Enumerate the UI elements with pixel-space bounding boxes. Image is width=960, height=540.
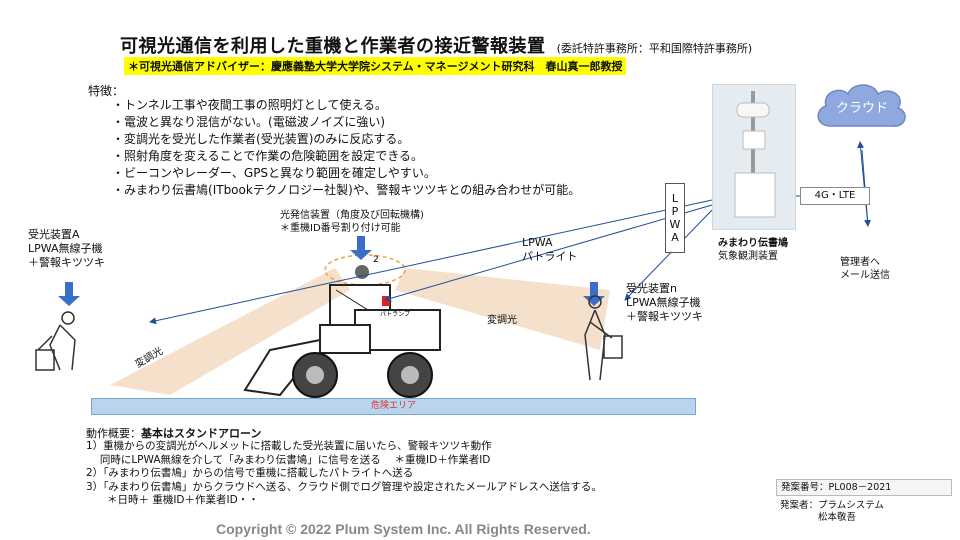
light-beam-left xyxy=(110,268,350,395)
device-photo xyxy=(712,84,796,230)
feature-item: 照射角度を変えることで作業の危険範囲を設定できる。 xyxy=(112,148,580,165)
issuer-line: 松本敬吾 xyxy=(780,512,857,523)
page-title: 可視光通信を利用した重機と作業者の接近警報装置 xyxy=(120,36,546,57)
lpwa-char: L xyxy=(671,192,679,205)
worker-n-illustration xyxy=(584,295,623,381)
receiver-a-line: 受光装置A xyxy=(28,228,80,241)
copyright-footer: Copyright © 2022 Plum System Inc. All Ri… xyxy=(216,521,591,537)
receiver-n-line: LPWA無線子機 xyxy=(626,296,701,309)
operations-heading-bold: 基本はスタンドアローン xyxy=(141,427,262,440)
emitter-line: 光発信装置（角度及び回転機構) xyxy=(280,210,424,221)
lpwa-box: L P W A xyxy=(665,183,685,253)
operations-list: 1）重機からの変調光がヘルメットに搭載した受光装置に届いたら、警報キツツキ動作 … xyxy=(86,440,602,508)
operations-heading: 動作概要：基本はスタンドアローン xyxy=(86,425,261,441)
operation-line: 3）「みまわり伝書鳩」からクラウドへ送る、クラウド側でログ管理や設定されたメール… xyxy=(86,480,602,493)
device-type: 気象観測装置 xyxy=(718,251,778,262)
operation-line: 2）「みまわり伝書鳩」からの信号で重機に搭載したパトライトへ送る xyxy=(86,467,414,479)
admin-mail-line: メール送信 xyxy=(840,270,890,281)
worker-a-illustration xyxy=(35,311,76,371)
lpwa-link-line xyxy=(149,199,713,325)
lpwa-patlight-label: LPWA パトライト xyxy=(522,236,577,264)
wheel-loader-illustration xyxy=(243,284,441,398)
operation-line: 同時にLPWA無線を介して「みまわり伝書鳩」に信号を送る ＊重機ID＋作業者ID xyxy=(86,453,491,466)
receiver-a-line: LPWA無線子機 xyxy=(28,242,103,255)
issuer-line: 発案者：プラムシステム xyxy=(780,500,884,511)
down-arrow-icon xyxy=(350,236,372,260)
feature-item: 電波と異なり混信がない。(電磁波ノイズに強い) xyxy=(112,114,580,131)
cloud-icon xyxy=(817,84,906,127)
cloud-label: クラウド xyxy=(835,101,888,116)
title-row: 可視光通信を利用した重機と作業者の接近警報装置 (委託特許事務所：平和国際特許事… xyxy=(120,32,752,58)
page-subtitle: (委託特許事務所：平和国際特許事務所) xyxy=(556,42,753,55)
patlamp-icon xyxy=(382,296,390,306)
admin-mail-label: 管理者へ メール送信 xyxy=(840,256,890,282)
feature-item: ビーコンやレーダー、GPSと異なり範囲を確定しやすい。 xyxy=(112,165,580,182)
receiver-n-line: 受光装置n xyxy=(626,282,677,295)
patlamp-label: パトランプ xyxy=(380,311,410,318)
advisor-banner: ＊可視光通信アドバイザー：慶應義塾大学大学院システム・マネージメント研究科 春山… xyxy=(124,57,627,75)
receiver-a-line: ＋警報キツツキ xyxy=(28,256,105,269)
modulated-light-label: 変調光 xyxy=(487,315,517,326)
receiver-n-line: ＋警報キツツキ xyxy=(626,310,703,323)
feature-item: みまわり伝書鳩(ITbookテクノロジー社製)や、警報キツツキとの組み合わせが可… xyxy=(112,182,580,199)
emitter-line: ＊重機ID番号割り付け可能 xyxy=(280,223,401,234)
reference-number: 発案番号：PL008－2021 xyxy=(776,479,952,496)
lpwa-link-line xyxy=(384,204,713,302)
light-beam-right xyxy=(395,268,610,350)
emitter-count: 2 xyxy=(373,255,379,265)
emitter-label: 光発信装置（角度及び回転機構) ＊重機ID番号割り付け可能 xyxy=(280,209,424,235)
feature-item: トンネル工事や夜間工事の照明灯として使える。 xyxy=(112,97,580,114)
features-heading: 特徴： xyxy=(88,84,125,98)
lpwa-patlight-line: パトライト xyxy=(522,250,578,263)
lpwa-link-line xyxy=(624,209,713,301)
receiver-n-label: 受光装置n LPWA無線子機 ＋警報キツツキ xyxy=(626,282,703,324)
device-name: みまわり伝書鳩 xyxy=(718,238,788,249)
lte-box: 4G・LTE xyxy=(800,187,870,205)
admin-mail-line: 管理者へ xyxy=(840,257,880,268)
operation-line: ＊日時＋ 重機ID＋作業者ID・・ xyxy=(86,494,259,506)
lpwa-patlight-line: LPWA xyxy=(522,236,553,249)
operation-line: 1）重機からの変調光がヘルメットに搭載した受光装置に届いたら、警報キツツキ動作 xyxy=(86,440,492,452)
lte-link-line xyxy=(857,141,869,227)
lpwa-char: A xyxy=(671,231,679,244)
lpwa-char: P xyxy=(671,205,679,218)
weather-station-icon xyxy=(734,91,776,218)
operations-heading-prefix: 動作概要： xyxy=(86,427,141,440)
features-list: トンネル工事や夜間工事の照明灯として使える。 電波と異なり混信がない。(電磁波ノ… xyxy=(112,97,580,199)
down-arrow-icon xyxy=(58,282,80,306)
receiver-a-label: 受光装置A LPWA無線子機 ＋警報キツツキ xyxy=(28,228,105,270)
lpwa-char: W xyxy=(669,218,681,231)
issuer-label: 発案者：プラムシステム 松本敬吾 xyxy=(780,500,884,524)
feature-item: 変調光を受光した作業者(受光装置)のみに反応する。 xyxy=(112,131,580,148)
danger-zone-bar: 危険エリア xyxy=(91,398,696,415)
